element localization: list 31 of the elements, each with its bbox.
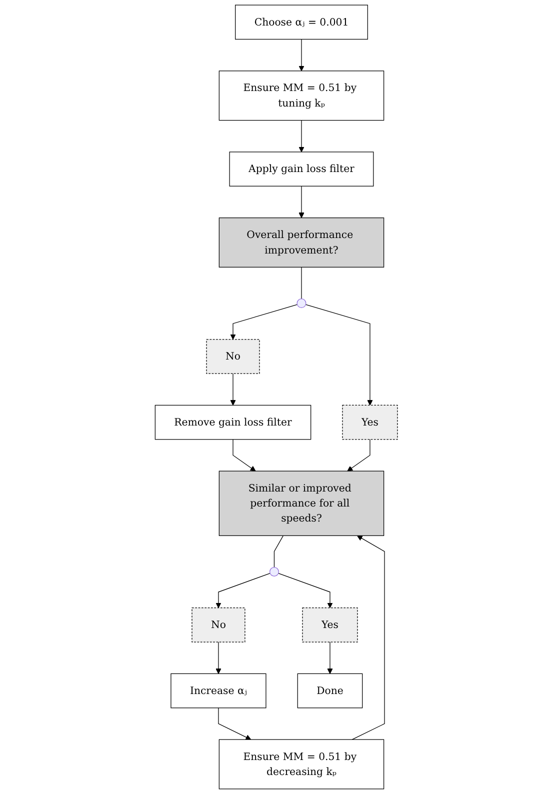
node-box: Increase αⱼ [170,673,266,708]
node-box: Choose αⱼ = 0.001 [235,4,368,40]
node-box: Yes [342,404,398,440]
arrow [216,572,271,608]
node-box: Apply gain loss filter [229,152,374,186]
node-box: Done [297,673,363,708]
arrow [278,572,333,608]
connector [274,535,284,568]
arrow [230,373,236,406]
arrow [347,439,370,472]
node-circle [296,298,306,308]
arrow [327,642,333,674]
arrow [216,642,222,674]
arrow [298,38,304,72]
node-box: Remove gain loss filter [155,404,312,440]
node-box: Ensure MM = 0.51 by decreasing kₚ [219,739,384,790]
connector [301,266,302,300]
arrow [218,708,252,740]
arrow [232,439,256,472]
arrow [298,120,304,152]
arrow [298,186,304,218]
node-box: Yes [302,608,358,642]
node-circle [270,567,280,576]
node-box: Similar or improved performance for all speeds? [219,470,384,536]
arrow [230,304,298,340]
arrow [352,535,385,740]
arrow [306,304,373,406]
node-box: No [192,608,246,642]
node-box: Overall performance improvement? [219,218,384,268]
node-box: Ensure MM = 0.51 by tuning kₚ [219,70,384,121]
node-box: No [206,339,260,374]
